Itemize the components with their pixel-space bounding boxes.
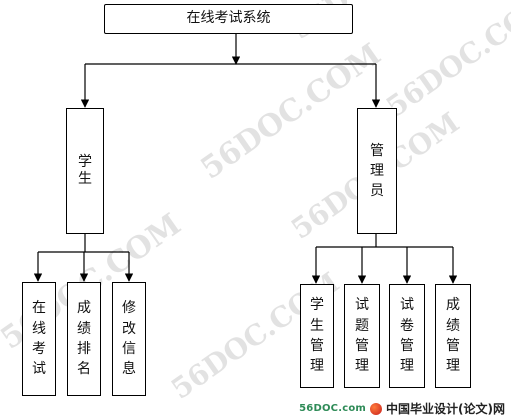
student-function-label: 在线考试 bbox=[32, 300, 46, 378]
admin-function-score-management: 成绩管理 bbox=[435, 284, 471, 388]
student-function-online-exam: 在线考试 bbox=[22, 282, 56, 396]
admin-function-label: 成绩管理 bbox=[446, 297, 460, 375]
admin-function-student-management: 学生管理 bbox=[300, 284, 334, 388]
admin-function-label: 试卷管理 bbox=[400, 297, 414, 375]
student-node: 学生 bbox=[66, 108, 104, 234]
footer-site: 56DOC.com bbox=[299, 403, 367, 414]
root-node: 在线考试系统 bbox=[104, 4, 353, 34]
student-function-edit-info: 修改信息 bbox=[112, 282, 146, 396]
admin-function-question-management: 试题管理 bbox=[344, 284, 380, 388]
admin-function-paper-management: 试卷管理 bbox=[389, 284, 425, 388]
root-node-label: 在线考试系统 bbox=[186, 10, 271, 27]
admin-node: 管理员 bbox=[357, 108, 397, 234]
student-function-label: 成绩排名 bbox=[77, 300, 91, 378]
student-node-label: 学生 bbox=[78, 153, 92, 188]
admin-function-label: 学生管理 bbox=[310, 297, 324, 375]
admin-node-label: 管理员 bbox=[370, 142, 384, 200]
footer-logo: 56DOC.com 中国毕业设计(论文)网 bbox=[299, 400, 505, 417]
student-function-score-ranking: 成绩排名 bbox=[67, 282, 101, 396]
admin-function-label: 试题管理 bbox=[355, 297, 369, 375]
student-function-label: 修改信息 bbox=[122, 300, 136, 378]
footer-text: 中国毕业设计(论文)网 bbox=[386, 402, 505, 416]
china-logo-icon bbox=[370, 402, 383, 415]
